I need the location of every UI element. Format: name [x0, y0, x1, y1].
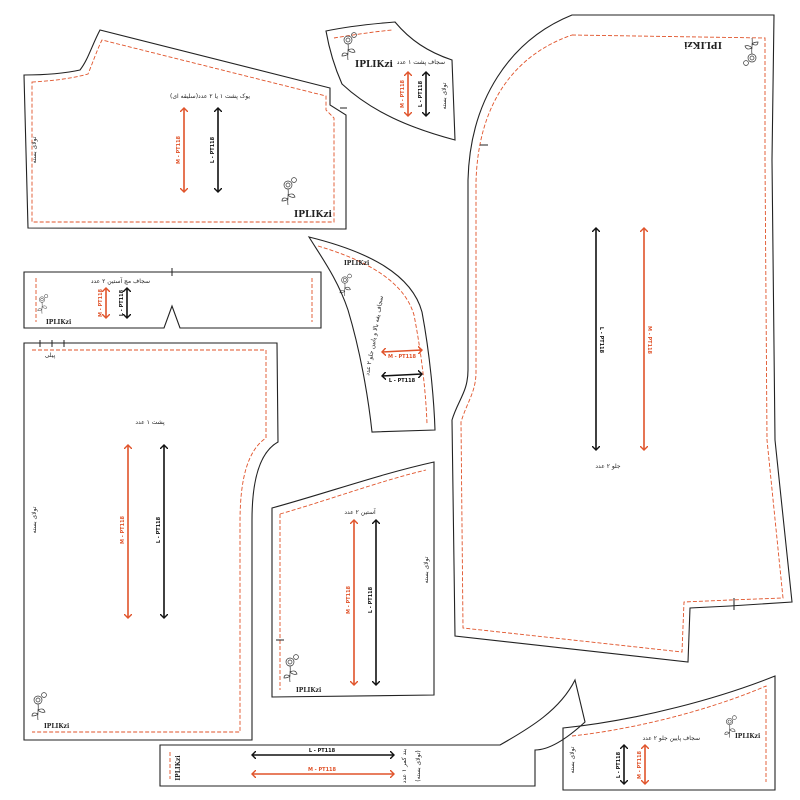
- belt-note: (تولای بسته): [415, 750, 422, 782]
- front-title: جلو ۲ عدد: [595, 463, 621, 470]
- grain-size-m: M - PT118: [98, 288, 104, 317]
- grain-size-l: L - PT118: [210, 136, 216, 163]
- back-title: پشت ۱ عدد: [135, 419, 165, 426]
- brand-logo: IPLIKzi: [175, 755, 182, 781]
- piece-collar-facing: سجاف یقه بالا و پایین جلو ۲ عدد M - PT11…: [307, 236, 436, 433]
- piece-back-facing: سجاف پشت ۱ عدد تولای بسته M - PT118 L - …: [325, 21, 456, 141]
- back-fold-label: تولای بسته: [31, 506, 38, 533]
- piece-sleeve: آستین ۲ عدد تولای بسته M - PT118 L - PT1…: [271, 461, 435, 698]
- grain-size-l: L - PT118: [309, 748, 336, 754]
- grain-size-m: M - PT118: [646, 326, 652, 355]
- collar-facing-title: سجاف یقه بالا و پایین جلو ۲ عدد: [364, 295, 385, 376]
- grain-size-l: L - PT118: [156, 516, 162, 543]
- back-yoke-fold-label: تولای بسته: [31, 136, 38, 163]
- rose-logo-icon: [31, 692, 47, 721]
- back-facing-title: سجاف پشت ۱ عدد: [397, 59, 445, 66]
- brand-logo: IPLIKzi: [46, 319, 72, 326]
- grain-size-l: L - PT118: [368, 586, 374, 613]
- grain-size-m: M - PT118: [400, 79, 406, 108]
- piece-belt: بند کمر ۱ عدد (تولای بسته) L - PT118 M -…: [159, 678, 586, 787]
- grain-size-m: M - PT118: [308, 767, 337, 773]
- grain-size-l: L - PT118: [616, 751, 622, 778]
- cuff-facing-title: سجاف مچ آستین ۲ عدد: [91, 276, 150, 285]
- brand-logo: IPLIKzi: [296, 687, 322, 694]
- grain-size-m: M - PT118: [176, 135, 182, 164]
- back-mark-label: پیلی: [45, 352, 56, 359]
- brand-logo: IPLIKzi: [735, 733, 761, 740]
- belt-title: بند کمر ۱ عدد: [401, 748, 408, 783]
- piece-back-yoke: یوک پشت ۱ یا ۲ عدد(سلیقه ای) تولای بسته …: [23, 29, 347, 230]
- grain-size-l: L - PT118: [418, 80, 424, 107]
- sleeve-fold-label: تولای بسته: [423, 556, 430, 583]
- grain-size-m: M - PT118: [120, 515, 126, 544]
- rose-logo-icon: [743, 37, 759, 66]
- brand-logo: IPLIKzi: [684, 39, 722, 49]
- sleeve-title: آستین ۲ عدد: [344, 507, 376, 516]
- brand-logo: IPLIKzi: [44, 723, 70, 730]
- hem-facing-fold-label: تولای بسته: [569, 746, 576, 773]
- rose-logo-icon: [37, 294, 49, 314]
- rose-logo-icon: [339, 273, 352, 297]
- hem-facing-title: سجاف پایین جلو ۲ عدد: [642, 735, 700, 742]
- grainline-l: [382, 374, 422, 376]
- grain-size-l: L - PT118: [119, 289, 125, 316]
- grain-size-m: M - PT118: [346, 585, 352, 614]
- piece-front: جلو ۲ عدد L - PT118 M - PT118 IPLIKzi: [451, 14, 793, 663]
- rose-logo-icon: [281, 177, 297, 206]
- brand-logo: IPLIKzi: [355, 60, 393, 70]
- rose-logo-icon: [283, 654, 299, 683]
- back-yoke-title: یوک پشت ۱ یا ۲ عدد(سلیقه ای): [170, 92, 250, 100]
- grain-size-m: M - PT118: [388, 354, 417, 360]
- back-facing-fold-label: تولای بسته: [441, 82, 448, 109]
- piece-hem-facing: سجاف پایین جلو ۲ عدد تولای بسته L - PT11…: [562, 675, 776, 791]
- rose-logo-icon: [341, 32, 357, 61]
- brand-logo: IPLIKzi: [344, 260, 370, 267]
- grain-size-m: M - PT118: [637, 750, 643, 779]
- piece-back: پیلی پشت ۱ عدد تولای بسته M - PT118 L - …: [23, 340, 279, 741]
- grain-size-l: L - PT118: [389, 378, 416, 384]
- grainline-m: [382, 350, 422, 352]
- grain-size-l: L - PT118: [598, 327, 604, 354]
- brand-logo: IPLIKzi: [294, 210, 332, 220]
- piece-cuff-facing: سجاف مچ آستین ۲ عدد M - PT118 L - PT118 …: [23, 268, 322, 329]
